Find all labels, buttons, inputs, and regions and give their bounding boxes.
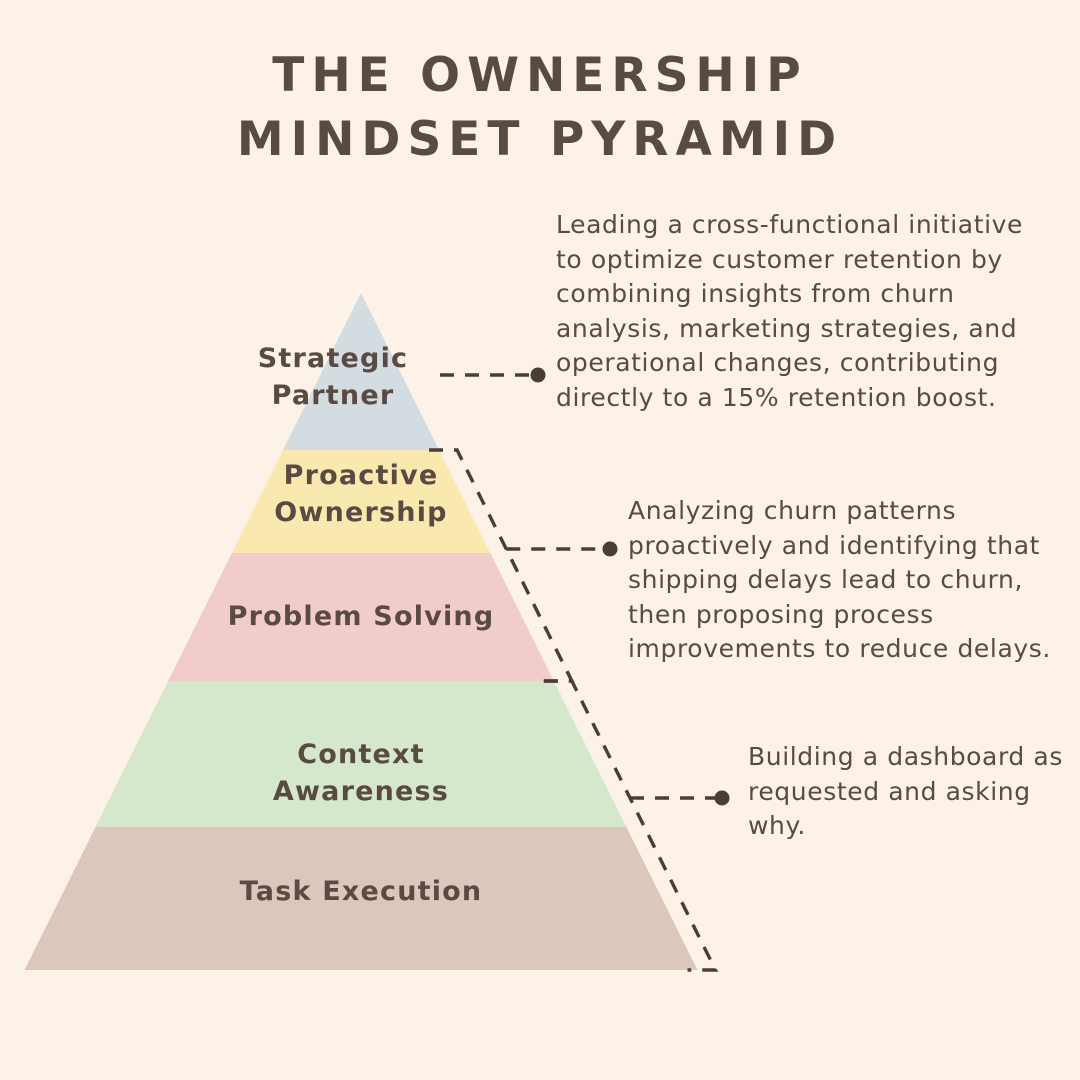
tier-label-problem-solving: Problem Solving xyxy=(227,601,495,632)
pyramid-tier-strategic-partner[interactable] xyxy=(282,293,440,450)
pyramid-tier-problem-solving[interactable] xyxy=(168,553,554,681)
tier-label-context-awareness: Context Awareness xyxy=(272,739,450,807)
connector-dot-proactive-problem xyxy=(602,541,618,557)
tier-label-strategic-partner: Strategic Partner xyxy=(257,343,409,411)
page-title-line-1: The Ownership xyxy=(272,48,808,103)
tier-label-task-execution: Task Execution xyxy=(239,876,483,907)
annotation-strategic-partner: Leading a cross-functional initiative to… xyxy=(556,210,1024,412)
connector-lines-group xyxy=(429,367,730,972)
tier-label-proactive-ownership: Proactive Ownership xyxy=(274,460,448,528)
pyramid-tier-proactive-ownership[interactable] xyxy=(231,450,491,553)
connector-dot-context-task xyxy=(714,790,730,806)
connector-dot-strategic-partner xyxy=(530,367,546,383)
pyramid-tier-task-execution[interactable] xyxy=(24,827,698,970)
pyramid-tier-context-awareness[interactable] xyxy=(95,681,627,827)
annotation-proactive-problem: Analyzing churn patterns proactively and… xyxy=(628,496,1051,663)
annotation-context-task: Building a dashboard as requested and as… xyxy=(748,742,1063,840)
page-title-line-2: Mindset Pyramid xyxy=(236,112,844,167)
page-title: The Ownership Mindset Pyramid xyxy=(0,44,1080,172)
connector-bracket-proactive-problem xyxy=(429,448,575,683)
pyramid-tiers-group xyxy=(24,293,698,970)
